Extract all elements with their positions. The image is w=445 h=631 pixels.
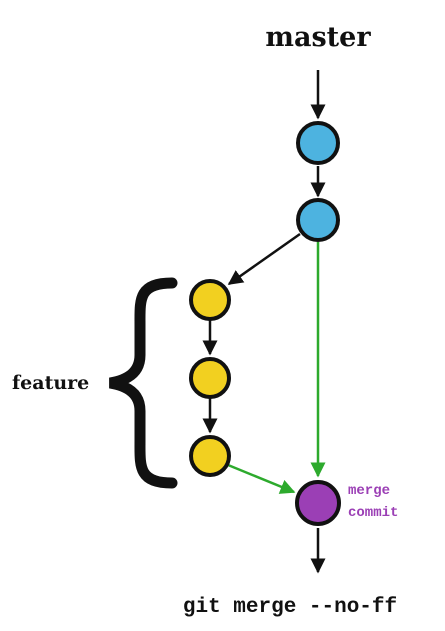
arrow-master-to-feature-commit-1 [227, 232, 301, 286]
feature-commit-node [189, 435, 231, 477]
feature-commit-node [189, 357, 231, 399]
git-command-caption: git merge --no-ff [183, 596, 397, 619]
feature-commit-node [189, 279, 231, 321]
merge-arrow-from-feature [227, 463, 296, 494]
feature-branch-label: feature [12, 372, 89, 394]
merge-commit-label-line2: commit [348, 505, 398, 521]
master-branch-label: master [265, 22, 371, 53]
merge-commit-label-line1: merge [348, 483, 390, 499]
master-commit-node [296, 198, 340, 242]
merge-commit-node [295, 480, 341, 526]
feature-brace [108, 277, 178, 489]
master-commit-node [296, 121, 340, 165]
